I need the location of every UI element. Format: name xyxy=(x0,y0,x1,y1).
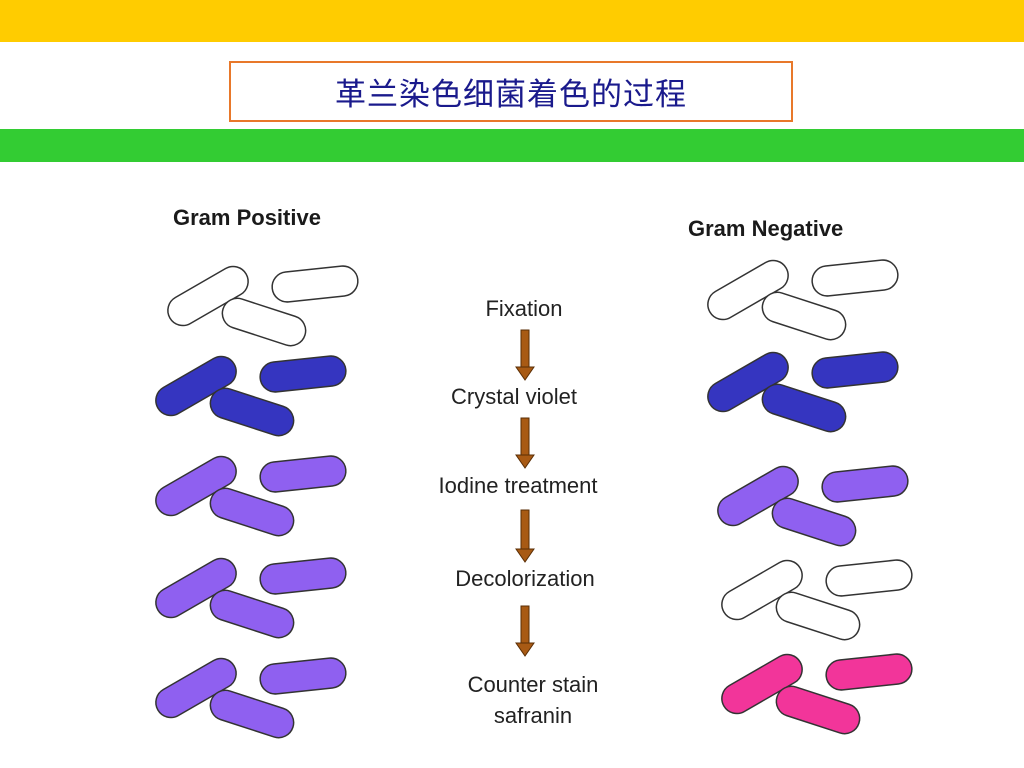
step-fixation: Fixation xyxy=(485,296,563,321)
negative-cell-4-2 xyxy=(825,559,913,597)
positive-cell-5-2 xyxy=(259,657,347,695)
negative-cell-5-2 xyxy=(825,653,913,691)
positive-cell-4-3 xyxy=(209,589,295,639)
positive-cell-2-3 xyxy=(209,387,295,437)
page-title: 革兰染色细菌着色的过程 xyxy=(335,77,687,113)
negative-cell-5-3 xyxy=(775,685,861,735)
positive-cell-4-1 xyxy=(155,557,237,619)
step-counter-stain-safranin: Counter stain safranin xyxy=(467,672,599,728)
gram-negative-heading: Gram Negative xyxy=(688,216,844,241)
process-arrow-3 xyxy=(515,509,535,563)
positive-cell-5-1 xyxy=(155,657,237,719)
process-arrow-4 xyxy=(515,605,535,657)
negative-cell-1-2 xyxy=(811,259,899,297)
title-box: 革兰染色细菌着色的过程 xyxy=(229,61,793,122)
step-iodine-treatment: Iodine treatment xyxy=(438,473,598,498)
top-yellow-band xyxy=(0,0,1024,42)
negative-cell-5-1 xyxy=(721,653,803,715)
negative-cell-1-1 xyxy=(707,259,789,321)
negative-cell-4-1 xyxy=(721,559,803,621)
positive-cell-1-2 xyxy=(271,265,359,303)
positive-cell-3-2 xyxy=(259,455,347,493)
positive-cell-1-1 xyxy=(167,265,249,327)
negative-cell-2-1 xyxy=(707,351,789,413)
negative-cell-3-2 xyxy=(821,465,909,503)
positive-cell-3-1 xyxy=(155,455,237,517)
step-crystal-violet: Crystal violet xyxy=(451,384,577,409)
negative-cell-3-1 xyxy=(717,465,799,527)
positive-cell-1-3 xyxy=(221,297,307,347)
negative-cell-2-3 xyxy=(761,383,847,433)
negative-cell-2-2 xyxy=(811,351,899,389)
positive-cell-5-3 xyxy=(209,689,295,739)
positive-cell-2-2 xyxy=(259,355,347,393)
positive-cell-4-2 xyxy=(259,557,347,595)
negative-cell-4-3 xyxy=(775,591,861,641)
negative-cell-3-3 xyxy=(771,497,857,547)
process-arrow-2 xyxy=(515,417,535,469)
gram-positive-heading: Gram Positive xyxy=(173,205,321,230)
negative-cell-1-3 xyxy=(761,291,847,341)
positive-cell-3-3 xyxy=(209,487,295,537)
positive-cell-2-1 xyxy=(155,355,237,417)
process-arrow-1 xyxy=(515,329,535,381)
step-decolorization: Decolorization xyxy=(455,566,595,591)
green-divider-band xyxy=(0,129,1024,162)
